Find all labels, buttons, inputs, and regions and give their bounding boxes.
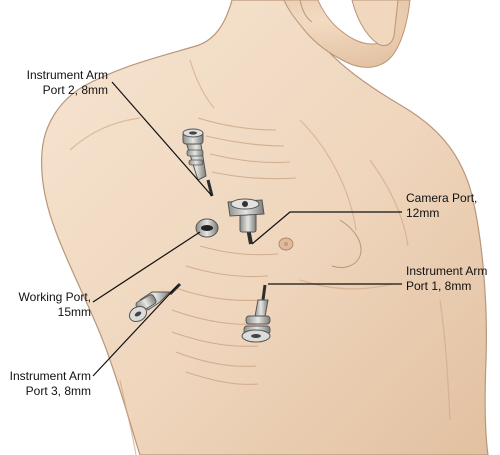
label-instrument-arm-port-1: Instrument Arm Port 1, 8mm bbox=[406, 264, 498, 293]
leader-port-2 bbox=[111, 81, 213, 197]
leader-working bbox=[92, 231, 201, 303]
torso-body bbox=[41, 0, 489, 455]
label-line: Camera Port, bbox=[406, 191, 478, 205]
label-line: Working Port, bbox=[18, 290, 91, 304]
label-line: 12mm bbox=[406, 205, 440, 220]
label-working-port: Working Port, 15mm bbox=[6, 290, 91, 319]
leader-camera bbox=[251, 211, 402, 245]
label-line: 15mm bbox=[57, 304, 91, 319]
label-line: Instrument Arm bbox=[9, 369, 91, 383]
leader-lines bbox=[92, 81, 402, 377]
label-line: Port 3, 8mm bbox=[25, 383, 91, 398]
instrument-arm-port-1 bbox=[241, 284, 271, 343]
label-instrument-arm-port-2: Instrument Arm Port 2, 8mm bbox=[8, 68, 108, 97]
instrument-arm-port-2 bbox=[182, 128, 214, 197]
instrument-arm-port-3 bbox=[128, 282, 182, 323]
rib-lines bbox=[171, 117, 297, 385]
label-line: Port 2, 8mm bbox=[42, 82, 108, 97]
camera-port bbox=[227, 198, 265, 245]
label-line: Instrument Arm bbox=[406, 264, 488, 278]
label-line: Port 1, 8mm bbox=[406, 278, 472, 293]
label-camera-port: Camera Port, 12mm bbox=[406, 191, 496, 220]
nipple bbox=[278, 237, 294, 251]
muscle-shading bbox=[69, 59, 451, 455]
working-port bbox=[195, 218, 219, 238]
leader-port-3 bbox=[92, 284, 179, 377]
label-instrument-arm-port-3: Instrument Arm Port 3, 8mm bbox=[6, 369, 91, 398]
label-line: Instrument Arm bbox=[26, 68, 108, 82]
